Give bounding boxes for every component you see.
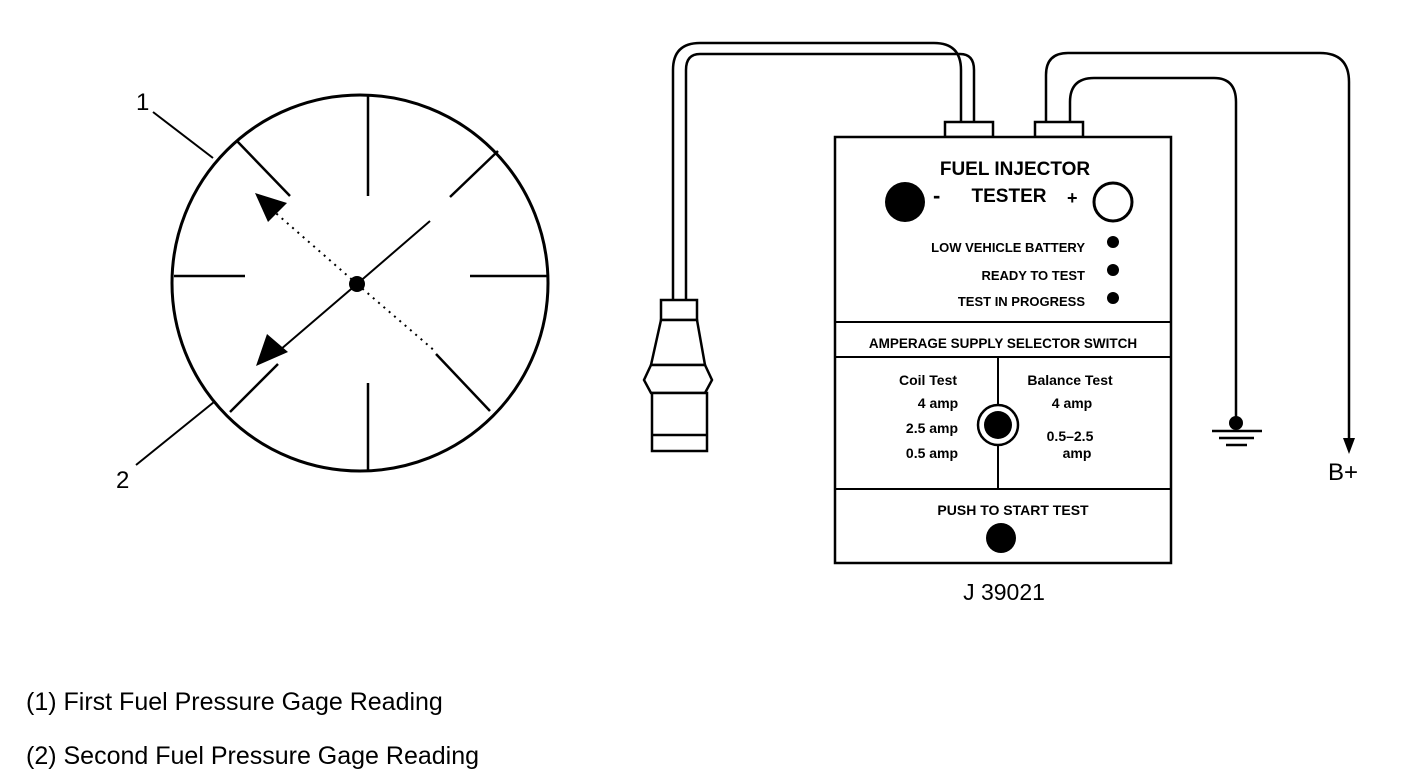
balance-test-option-4amp: 4 amp xyxy=(1052,395,1092,411)
callout-2-label: 2 xyxy=(116,467,129,494)
ground-symbol xyxy=(1212,416,1262,447)
battery-positive-arrowhead xyxy=(1343,438,1355,454)
battery-positive-label: B+ xyxy=(1328,459,1358,486)
positive-terminal[interactable] xyxy=(1092,181,1134,223)
callout-1-label: 1 xyxy=(136,89,149,116)
push-to-start-label: PUSH TO START TEST xyxy=(937,502,1089,518)
indicator-label-ready: READY TO TEST xyxy=(981,268,1085,283)
gage-center-pivot xyxy=(349,276,365,292)
second-reading-needle xyxy=(356,220,431,285)
fuel-injector-tester: FUEL INJECTOR TESTER - + LOW VEHICLE BAT… xyxy=(833,120,1173,605)
indicator-light-in-progress xyxy=(1107,292,1119,304)
negative-terminal-label: - xyxy=(933,183,940,208)
balance-test-title: Balance Test xyxy=(1027,372,1113,388)
tester-title-line2: TESTER xyxy=(972,186,1047,207)
indicator-light-low-battery xyxy=(1107,236,1119,248)
balance-test-option-amp: amp xyxy=(1063,445,1092,461)
gage-tick-marks xyxy=(174,95,547,470)
tester-top-port-left xyxy=(943,120,995,139)
second-reading-arrowhead xyxy=(256,334,288,366)
tester-title-line1: FUEL INJECTOR xyxy=(940,159,1091,180)
fuel-pressure-gage: 1 2 xyxy=(116,89,550,494)
tester-top-port-right xyxy=(1033,120,1085,139)
first-reading-needle-tail xyxy=(269,207,358,285)
tester-model-number: J 39021 xyxy=(963,579,1045,605)
amperage-selector-knob[interactable] xyxy=(976,403,1020,447)
second-reading-needle-tail xyxy=(279,283,358,351)
push-to-start-button[interactable] xyxy=(986,523,1016,553)
injector-cable xyxy=(671,41,976,300)
first-reading-arrowhead xyxy=(255,193,287,222)
balance-test-option-range: 0.5–2.5 xyxy=(1047,428,1094,444)
negative-terminal[interactable] xyxy=(885,182,925,222)
indicator-light-ready xyxy=(1107,264,1119,276)
legend-item-second-reading: (2) Second Fuel Pressure Gage Reading xyxy=(26,742,480,770)
positive-terminal-label: + xyxy=(1067,188,1078,208)
coil-test-title: Coil Test xyxy=(899,372,957,388)
coil-test-option-2-5amp: 2.5 amp xyxy=(906,420,958,436)
injector-connector xyxy=(642,298,714,453)
indicator-label-low-battery: LOW VEHICLE BATTERY xyxy=(931,240,1085,255)
callout-1-leader xyxy=(152,111,214,159)
legend-item-first-reading: (1) First Fuel Pressure Gage Reading xyxy=(26,688,443,716)
coil-test-option-0-5amp: 0.5 amp xyxy=(906,445,958,461)
selector-switch-header: AMPERAGE SUPPLY SELECTOR SWITCH xyxy=(869,336,1137,351)
callout-2-leader xyxy=(135,401,215,466)
coil-test-option-4amp: 4 amp xyxy=(918,395,958,411)
indicator-label-in-progress: TEST IN PROGRESS xyxy=(958,294,1085,309)
battery-cable xyxy=(1044,51,1351,440)
